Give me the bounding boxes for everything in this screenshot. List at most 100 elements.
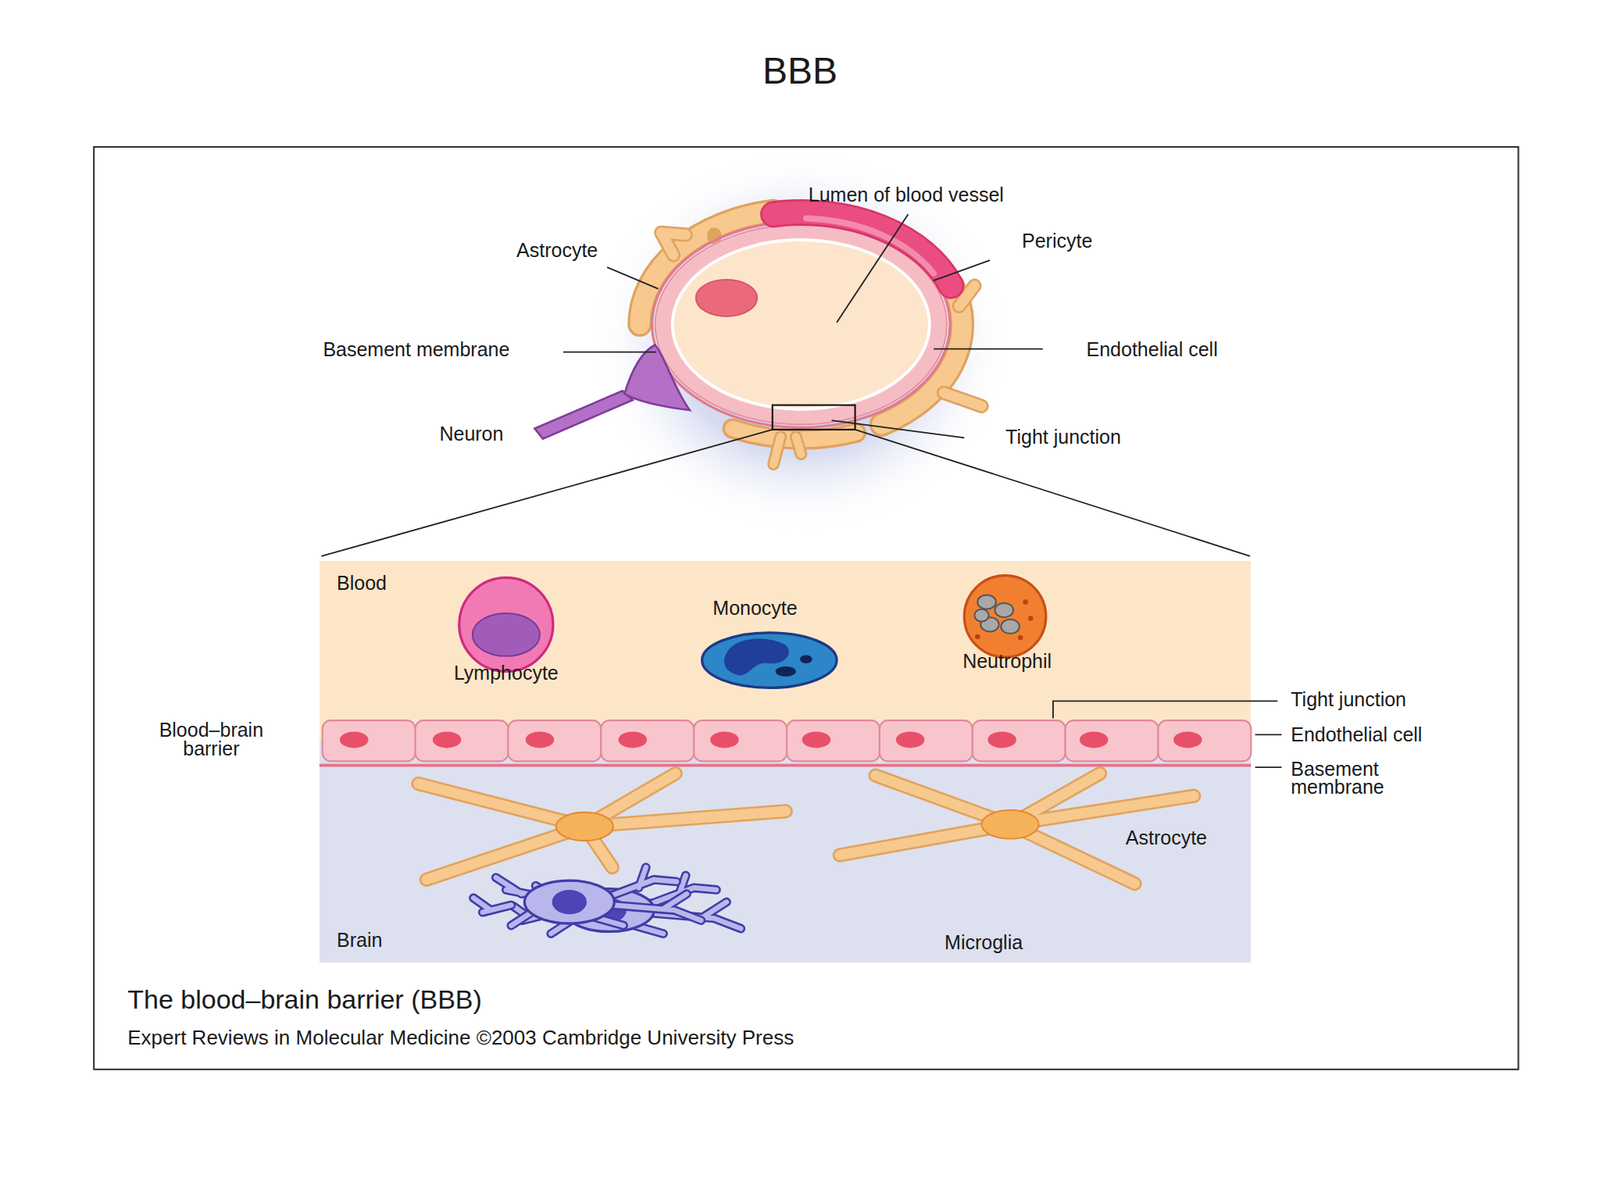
endothelial-nucleus <box>987 731 1017 748</box>
neutrophil-cell <box>1022 599 1029 605</box>
monocyte-cell <box>724 638 790 675</box>
monocyte-cell <box>800 655 813 664</box>
astrocyte-cell <box>418 773 1195 884</box>
monocyte-cell <box>702 632 837 689</box>
neutrophil-cell <box>974 594 1019 634</box>
endothelial-nucleus <box>1173 731 1203 748</box>
leader-lines <box>855 429 1250 557</box>
microglia-cell <box>473 867 741 934</box>
vessel-illustration <box>534 344 690 439</box>
part-label: Endothelial cell <box>1086 339 1218 359</box>
vessel-illustration <box>773 212 951 286</box>
neutrophil-cell <box>974 609 989 622</box>
endothelial-row <box>322 720 416 761</box>
part-label: Basement membrane <box>322 339 510 359</box>
page-title: BBB <box>762 52 838 90</box>
endothelial-nucleus <box>339 731 369 748</box>
leader-lines <box>607 267 658 289</box>
vessel-illustration <box>624 344 690 411</box>
copyright-note: Expert Reviews in Molecular Medicine ©20… <box>127 1027 794 1048</box>
vessel-illustration <box>772 405 856 430</box>
part-label: Tight junction <box>1005 427 1122 447</box>
astrocyte-cell <box>418 773 786 880</box>
monocyte-cell <box>775 666 797 677</box>
lymphocyte-cell <box>472 613 540 657</box>
neutrophil-cell <box>994 603 1014 618</box>
endothelial-nucleus <box>1079 731 1109 748</box>
endothelial-row <box>786 720 880 761</box>
leader-lines <box>831 420 965 438</box>
leader-lines <box>933 348 1043 350</box>
leader-lines <box>321 429 772 557</box>
vessel-illustration <box>660 232 686 256</box>
neutrophil-cell <box>1000 619 1020 634</box>
blood-region: Blood <box>319 560 1251 743</box>
endothelial-nucleus <box>802 731 832 748</box>
vessel-illustration <box>773 436 801 465</box>
cell-label: Astrocyte <box>1125 828 1208 848</box>
endothelial-nucleus <box>896 731 925 748</box>
basement-membrane <box>319 764 1251 768</box>
endothelial-nucleus <box>525 731 555 748</box>
part-label: Basement membrane <box>1290 760 1424 798</box>
vessel-illustration <box>534 153 1011 531</box>
astrocyte-cell <box>418 773 786 880</box>
leader-lines <box>836 214 908 322</box>
neutrophil-cell <box>964 575 1046 658</box>
endothelial-row <box>322 720 1252 761</box>
endothelial-nucleus <box>432 731 462 748</box>
vessel-illustration <box>943 285 982 407</box>
endothelial-nucleus <box>339 731 1203 748</box>
endothelial-row <box>507 720 601 761</box>
endothelial-row <box>1157 720 1251 761</box>
microglia-cell <box>473 867 701 925</box>
endothelial-row <box>1065 720 1159 761</box>
neutrophil-cell <box>977 594 997 609</box>
frame <box>93 146 1518 1070</box>
brain-region: Brain <box>319 739 1251 963</box>
vessel-illustration <box>943 285 982 407</box>
vessel-illustration <box>534 390 633 439</box>
vessel-illustration <box>696 279 758 317</box>
leader-lines <box>1053 700 1283 768</box>
part-label: Endothelial cell <box>1290 725 1422 745</box>
cell-label: Lymphocyte <box>453 662 559 683</box>
lymphocyte-cell <box>459 577 554 672</box>
part-label: Neuron <box>439 424 504 444</box>
endothelial-row <box>879 720 973 761</box>
cell-label: Monocyte <box>712 598 797 618</box>
astrocyte-cell <box>839 773 1194 884</box>
vessel-illustration <box>806 218 934 275</box>
part-label: Astrocyte <box>516 240 598 261</box>
part-label: Tight junction <box>1290 689 1407 709</box>
astrocyte-cell <box>839 773 1194 884</box>
astrocyte-cell <box>981 810 1039 840</box>
figure-caption: The blood–brain barrier (BBB) <box>127 985 483 1013</box>
vessel-illustration <box>655 224 948 425</box>
endothelial-row <box>600 720 694 761</box>
vessel-illustration <box>639 210 983 465</box>
leader-lines <box>1255 766 1283 768</box>
leader-lines <box>933 260 990 281</box>
neutrophil-cell <box>964 575 1046 658</box>
neutrophil-cell <box>1028 615 1034 622</box>
endothelial-nucleus <box>618 731 648 748</box>
endothelial-row <box>415 720 509 761</box>
endothelial-row <box>972 720 1066 761</box>
endothelial-nucleus <box>710 731 740 748</box>
leader-lines <box>563 351 657 354</box>
vessel-illustration <box>672 239 930 410</box>
endothelial-row <box>693 720 787 761</box>
cell-label: Microglia <box>944 932 1023 952</box>
part-label: Pericyte <box>1021 231 1093 251</box>
neutrophil-cell <box>975 599 1033 640</box>
leader-lines <box>1053 700 1278 718</box>
cell-label: Neutrophil <box>962 651 1052 672</box>
vessel-illustration <box>592 153 1011 531</box>
microglia-cell <box>513 875 741 934</box>
neutrophil-cell <box>980 617 1000 632</box>
